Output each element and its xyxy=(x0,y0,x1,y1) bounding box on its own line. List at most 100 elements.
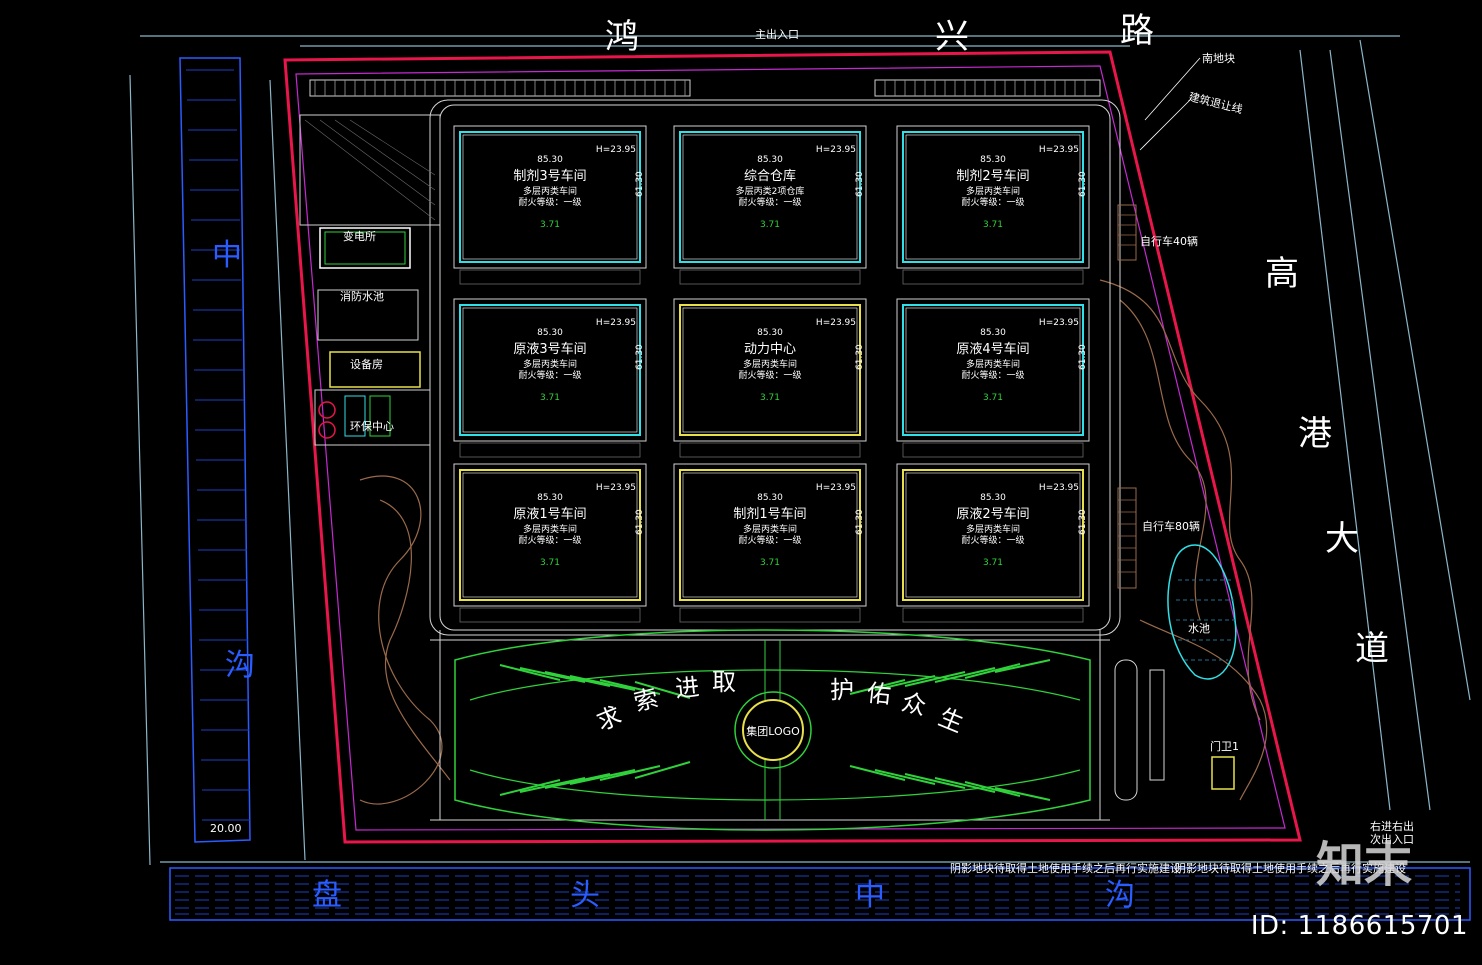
east-road-char: 港 xyxy=(1298,414,1332,454)
building-footprint xyxy=(679,304,861,436)
building-outline xyxy=(896,463,1090,607)
building-depth: 61.30 xyxy=(635,344,645,370)
building-inner-line xyxy=(462,472,638,598)
internal-roads xyxy=(429,99,1121,821)
building-category: 多层丙类车间 xyxy=(966,358,1020,370)
west-river xyxy=(179,57,251,843)
slogan-right-char: 护 xyxy=(830,676,854,704)
building-depth: 61.30 xyxy=(635,509,645,535)
building-name: 原液4号车间 xyxy=(956,341,1029,357)
building-height: H=23.95 xyxy=(1039,145,1079,155)
building-footprint xyxy=(902,469,1084,601)
watermark-id: ID: 1186615701 xyxy=(1250,911,1468,941)
building-depth: 61.30 xyxy=(1078,344,1088,370)
equipment-label: 设备房 xyxy=(350,357,383,371)
building-elevation: 3.71 xyxy=(760,558,780,568)
building-elevation: 3.71 xyxy=(983,393,1003,403)
building-footprint xyxy=(902,131,1084,263)
secondary-entrance-label: 右进右出次出入口 xyxy=(1370,819,1414,846)
building-name: 制剂2号车间 xyxy=(956,168,1029,184)
left-dimension: 20.00 xyxy=(210,822,242,835)
slogan-left-char: 求 xyxy=(593,701,626,736)
building-inner-line xyxy=(462,134,638,260)
building-width: 85.30 xyxy=(757,155,783,165)
east-road-char: 大 xyxy=(1325,519,1359,559)
building-corridor xyxy=(679,269,861,285)
building-elevation: 3.71 xyxy=(983,558,1003,568)
building-name: 原液3号车间 xyxy=(513,341,586,357)
building-name: 制剂1号车间 xyxy=(733,506,806,522)
building-outline xyxy=(673,125,867,269)
building-footprint xyxy=(459,469,641,601)
bike-40-label: 自行车40辆 xyxy=(1140,234,1198,248)
building-fire-rating: 耐火等级：一级 xyxy=(738,534,801,546)
building-fire-rating: 耐火等级：一级 xyxy=(961,534,1024,546)
building-category: 多层丙类2项仓库 xyxy=(736,185,805,197)
bike-sheds: 自行车40辆 自行车80辆 xyxy=(1114,204,1200,801)
south-block-label: 南地块 xyxy=(1202,52,1235,65)
building-fire-rating: 耐火等级：一级 xyxy=(518,534,581,546)
building-width: 85.30 xyxy=(537,155,563,165)
buildings-layer: 制剂3号车间多层丙类车间耐火等级：一级85.30H=23.953.7161.30… xyxy=(453,125,1090,623)
building-fire-rating: 耐火等级：一级 xyxy=(961,196,1024,208)
landscape-paths xyxy=(359,279,1268,805)
south-river-char: 中 xyxy=(855,878,885,913)
building-inner-line xyxy=(462,307,638,433)
gate-house: 门卫1 xyxy=(1210,739,1239,790)
building-footprint xyxy=(679,131,861,263)
building-outline xyxy=(453,298,647,442)
main-entrance-label: 主出入口 xyxy=(755,27,799,41)
north-parking xyxy=(309,79,1101,97)
slogan-right-char: 佑 xyxy=(865,679,892,709)
building-inner-line xyxy=(905,307,1081,433)
building-fire-rating: 耐火等级：一级 xyxy=(518,196,581,208)
building-depth: 61.30 xyxy=(855,344,865,370)
building-category: 多层丙类车间 xyxy=(743,523,797,535)
building-name: 动力中心 xyxy=(744,342,796,357)
building-category: 多层丙类车间 xyxy=(966,185,1020,197)
setback-label: 建筑退让线 xyxy=(1187,89,1244,116)
central-garden: 集团LOGO xyxy=(454,629,1091,831)
building-footprint xyxy=(459,304,641,436)
building-depth: 61.30 xyxy=(855,171,865,197)
site-boundary xyxy=(283,50,1302,844)
building-inner-line xyxy=(682,472,858,598)
building-corridor xyxy=(902,269,1084,285)
building-height: H=23.95 xyxy=(1039,483,1079,493)
building-corridor xyxy=(459,269,641,285)
building-corridor xyxy=(679,442,861,458)
building-elevation: 3.71 xyxy=(540,220,560,230)
logo-label: 集团LOGO xyxy=(746,724,800,738)
east-road-char: 道 xyxy=(1355,629,1389,669)
building-width: 85.30 xyxy=(980,328,1006,338)
building-height: H=23.95 xyxy=(816,318,856,328)
building-outline xyxy=(896,125,1090,269)
building-category: 多层丙类车间 xyxy=(523,185,577,197)
building-depth: 61.30 xyxy=(1078,509,1088,535)
gate-label: 门卫1 xyxy=(1210,739,1239,753)
building-corridor xyxy=(902,607,1084,623)
building-elevation: 3.71 xyxy=(540,558,560,568)
building-inner-line xyxy=(682,307,858,433)
building-name: 制剂3号车间 xyxy=(513,168,586,184)
building-outline xyxy=(673,298,867,442)
road-lines xyxy=(129,35,1471,866)
slogan-right-char: 众 xyxy=(899,688,929,721)
road-names: 鸿兴路高港大道盘头中沟中沟 xyxy=(212,11,1389,913)
building-corridor xyxy=(459,442,641,458)
building-height: H=23.95 xyxy=(1039,318,1079,328)
building-footprint xyxy=(459,131,641,263)
building-width: 85.30 xyxy=(537,328,563,338)
building-width: 85.30 xyxy=(757,328,783,338)
west-river-char: 沟 xyxy=(225,648,255,683)
building-elevation: 3.71 xyxy=(540,393,560,403)
building-height: H=23.95 xyxy=(596,318,636,328)
aux-facilities: 变电所 消防水池 设备房 环保中心 xyxy=(299,114,441,446)
